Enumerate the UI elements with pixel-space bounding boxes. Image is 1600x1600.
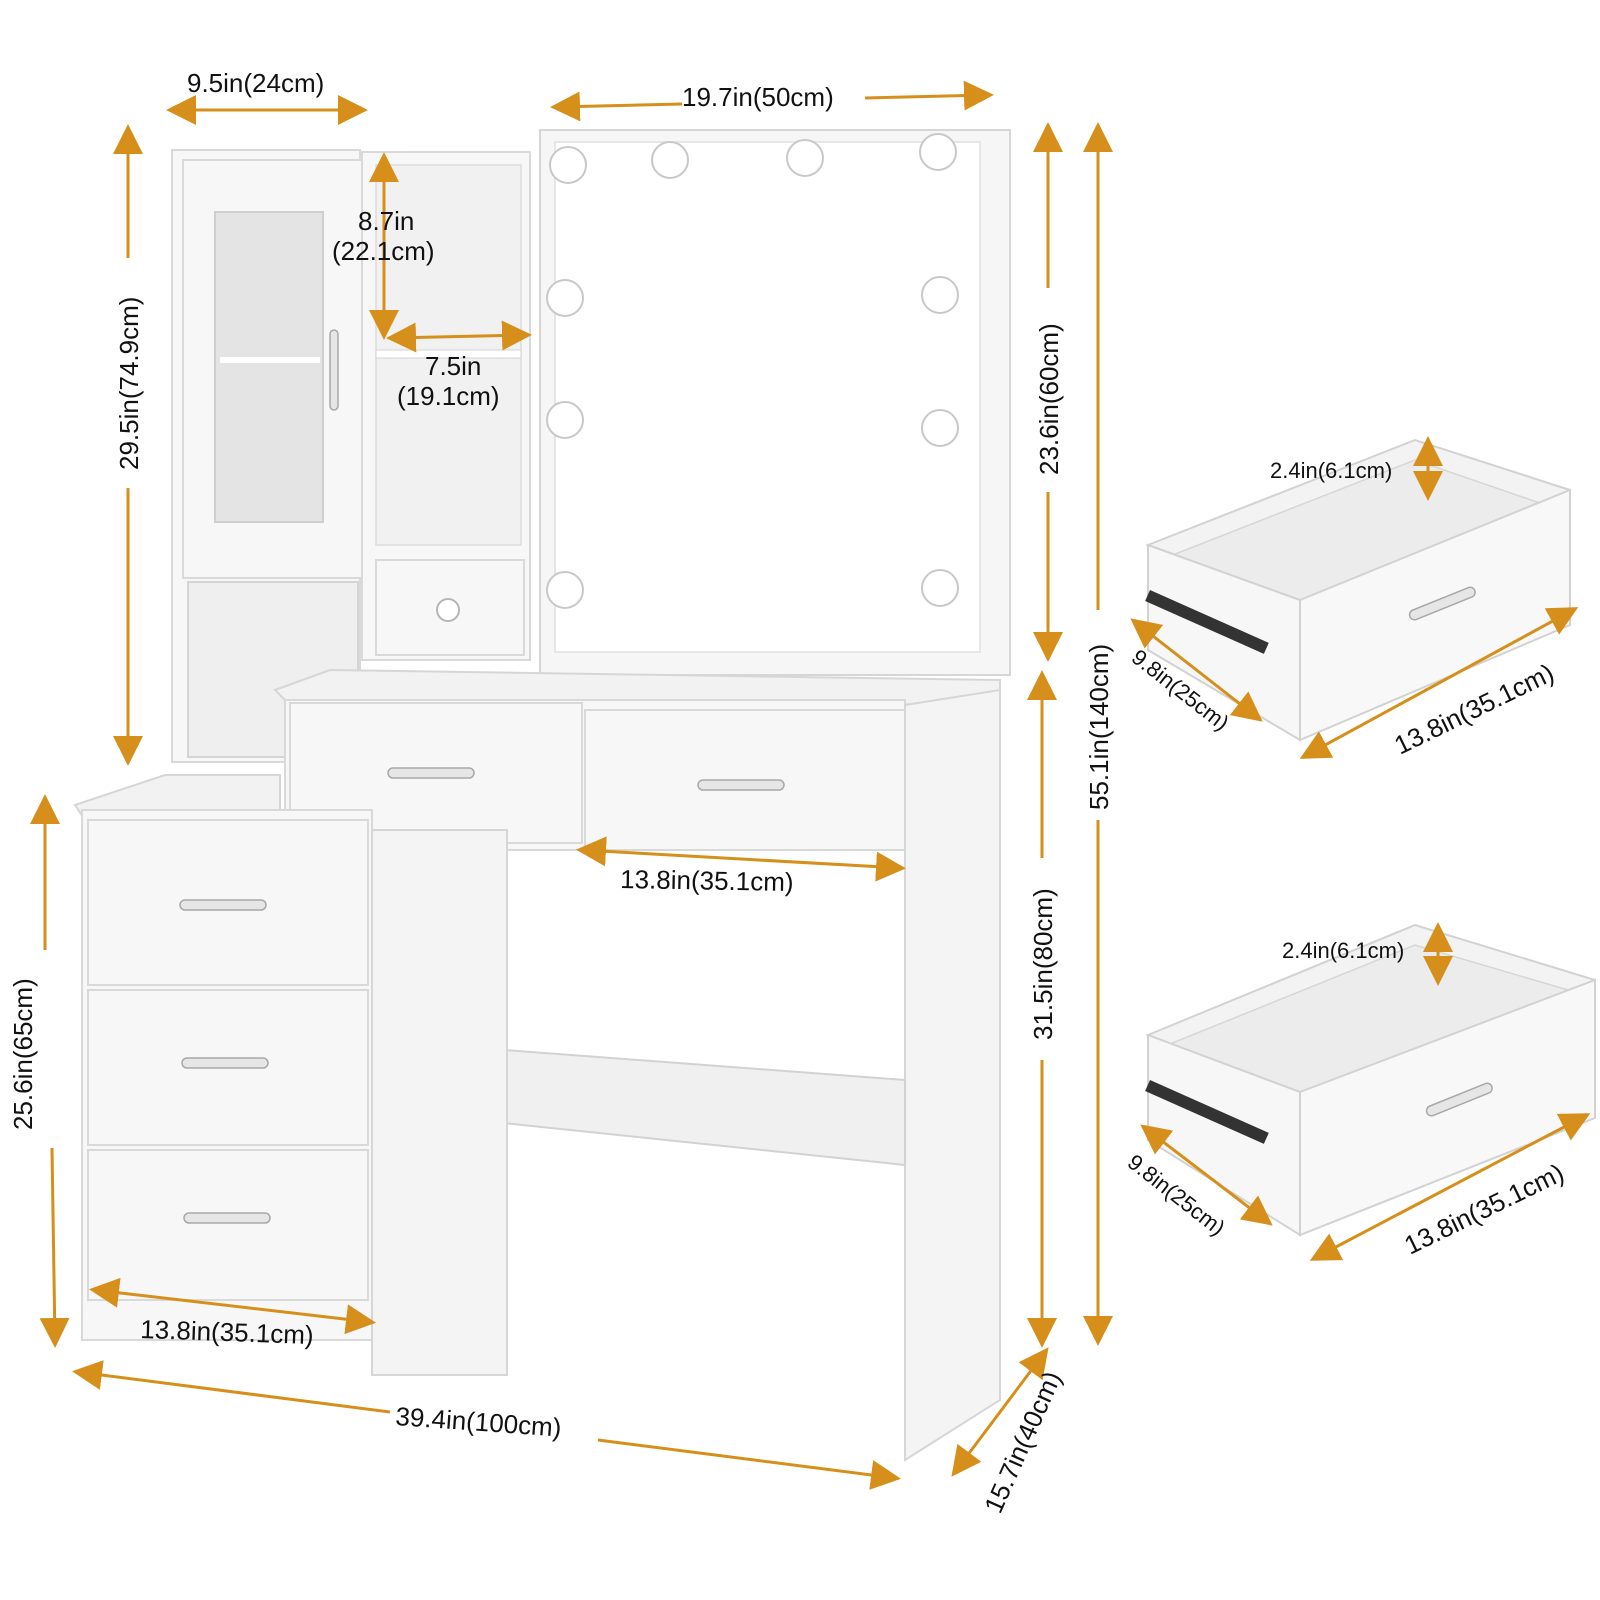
mirror-height-label: 23.6in(60cm): [1034, 323, 1064, 475]
cabinet-height-arrow-bottom: [39, 1147, 70, 1348]
mirror-width-arrow-right: [864, 80, 994, 111]
dimension-arrows: [30, 80, 1591, 1490]
vanity-illustration: [73, 129, 1596, 1462]
glass-pane: [214, 211, 324, 523]
cabinet-height-label: 25.6in(65cm): [8, 978, 38, 1130]
drawer-2-width-arrow: [1309, 1113, 1591, 1261]
shelf-height-label-line1: 8.7in: [358, 206, 414, 236]
bulb-icon: [549, 146, 587, 184]
shelf-width-label-line2: (19.1cm): [397, 381, 500, 411]
drawer-2-height-label: 2.4in(6.1cm): [1282, 938, 1404, 963]
drawer-handle: [387, 767, 475, 779]
mirror-glass: [554, 141, 981, 653]
desk-right-leg: [904, 688, 1001, 1462]
small-drawer-knob: [436, 598, 460, 622]
top-drawer-width-label: 13.8in(35.1cm): [620, 864, 794, 897]
drawer-1-height-label: 2.4in(6.1cm): [1270, 458, 1392, 483]
total-width-label: 39.4in(100cm): [395, 1401, 563, 1443]
left-drawer-width-label: 13.8in(35.1cm): [140, 1314, 314, 1350]
drawer-handle: [181, 1057, 269, 1069]
drawer-1-depth-arrow: [1130, 618, 1263, 722]
shelf-width-arrow: [386, 320, 532, 353]
bulb-icon: [546, 279, 584, 317]
total-width-arrow-right: [597, 1438, 901, 1490]
foot-shelf: [473, 1048, 906, 1167]
mirror-width-arrow: [550, 91, 683, 122]
bulb-icon: [546, 571, 584, 609]
drawer-handle: [697, 779, 785, 791]
bulb-icon: [546, 401, 584, 439]
mirror-width-label: 19.7in(50cm): [682, 82, 834, 112]
bulb-icon: [921, 569, 959, 607]
hutch-height-label: 29.5in(74.9cm): [114, 297, 144, 470]
top-drawer-width-arrow: [576, 836, 906, 882]
bulb-icon: [786, 139, 824, 177]
drawer-handle: [1425, 1082, 1493, 1117]
depth-arrow: [951, 1347, 1049, 1477]
shelf-width-label-line1: 7.5in: [425, 351, 481, 381]
drawer-handle: [179, 899, 267, 911]
total-height-label: 55.1in(140cm): [1084, 644, 1114, 810]
desk-height-label: 31.5in(80cm): [1028, 888, 1058, 1040]
cabinet-width-label: 9.5in(24cm): [187, 68, 324, 98]
total-width-arrow-left: [72, 1360, 391, 1414]
door-handle: [329, 329, 339, 411]
bulb-icon: [921, 409, 959, 447]
left-cabinet-side: [371, 829, 508, 1376]
drawer-2-depth-arrow: [1140, 1124, 1273, 1226]
mirror-bulbs: [546, 133, 959, 609]
bulb-icon: [919, 133, 957, 171]
shelf-height-label-line2: (22.1cm): [332, 236, 435, 266]
left-drawer-width-arrow: [89, 1277, 376, 1335]
bulb-icon: [651, 141, 689, 179]
cabinet-drawer-3: [87, 1149, 369, 1301]
drawer-handle: [183, 1212, 271, 1224]
bulb-icon: [921, 276, 959, 314]
drawer-1-width-arrow: [1299, 607, 1579, 759]
